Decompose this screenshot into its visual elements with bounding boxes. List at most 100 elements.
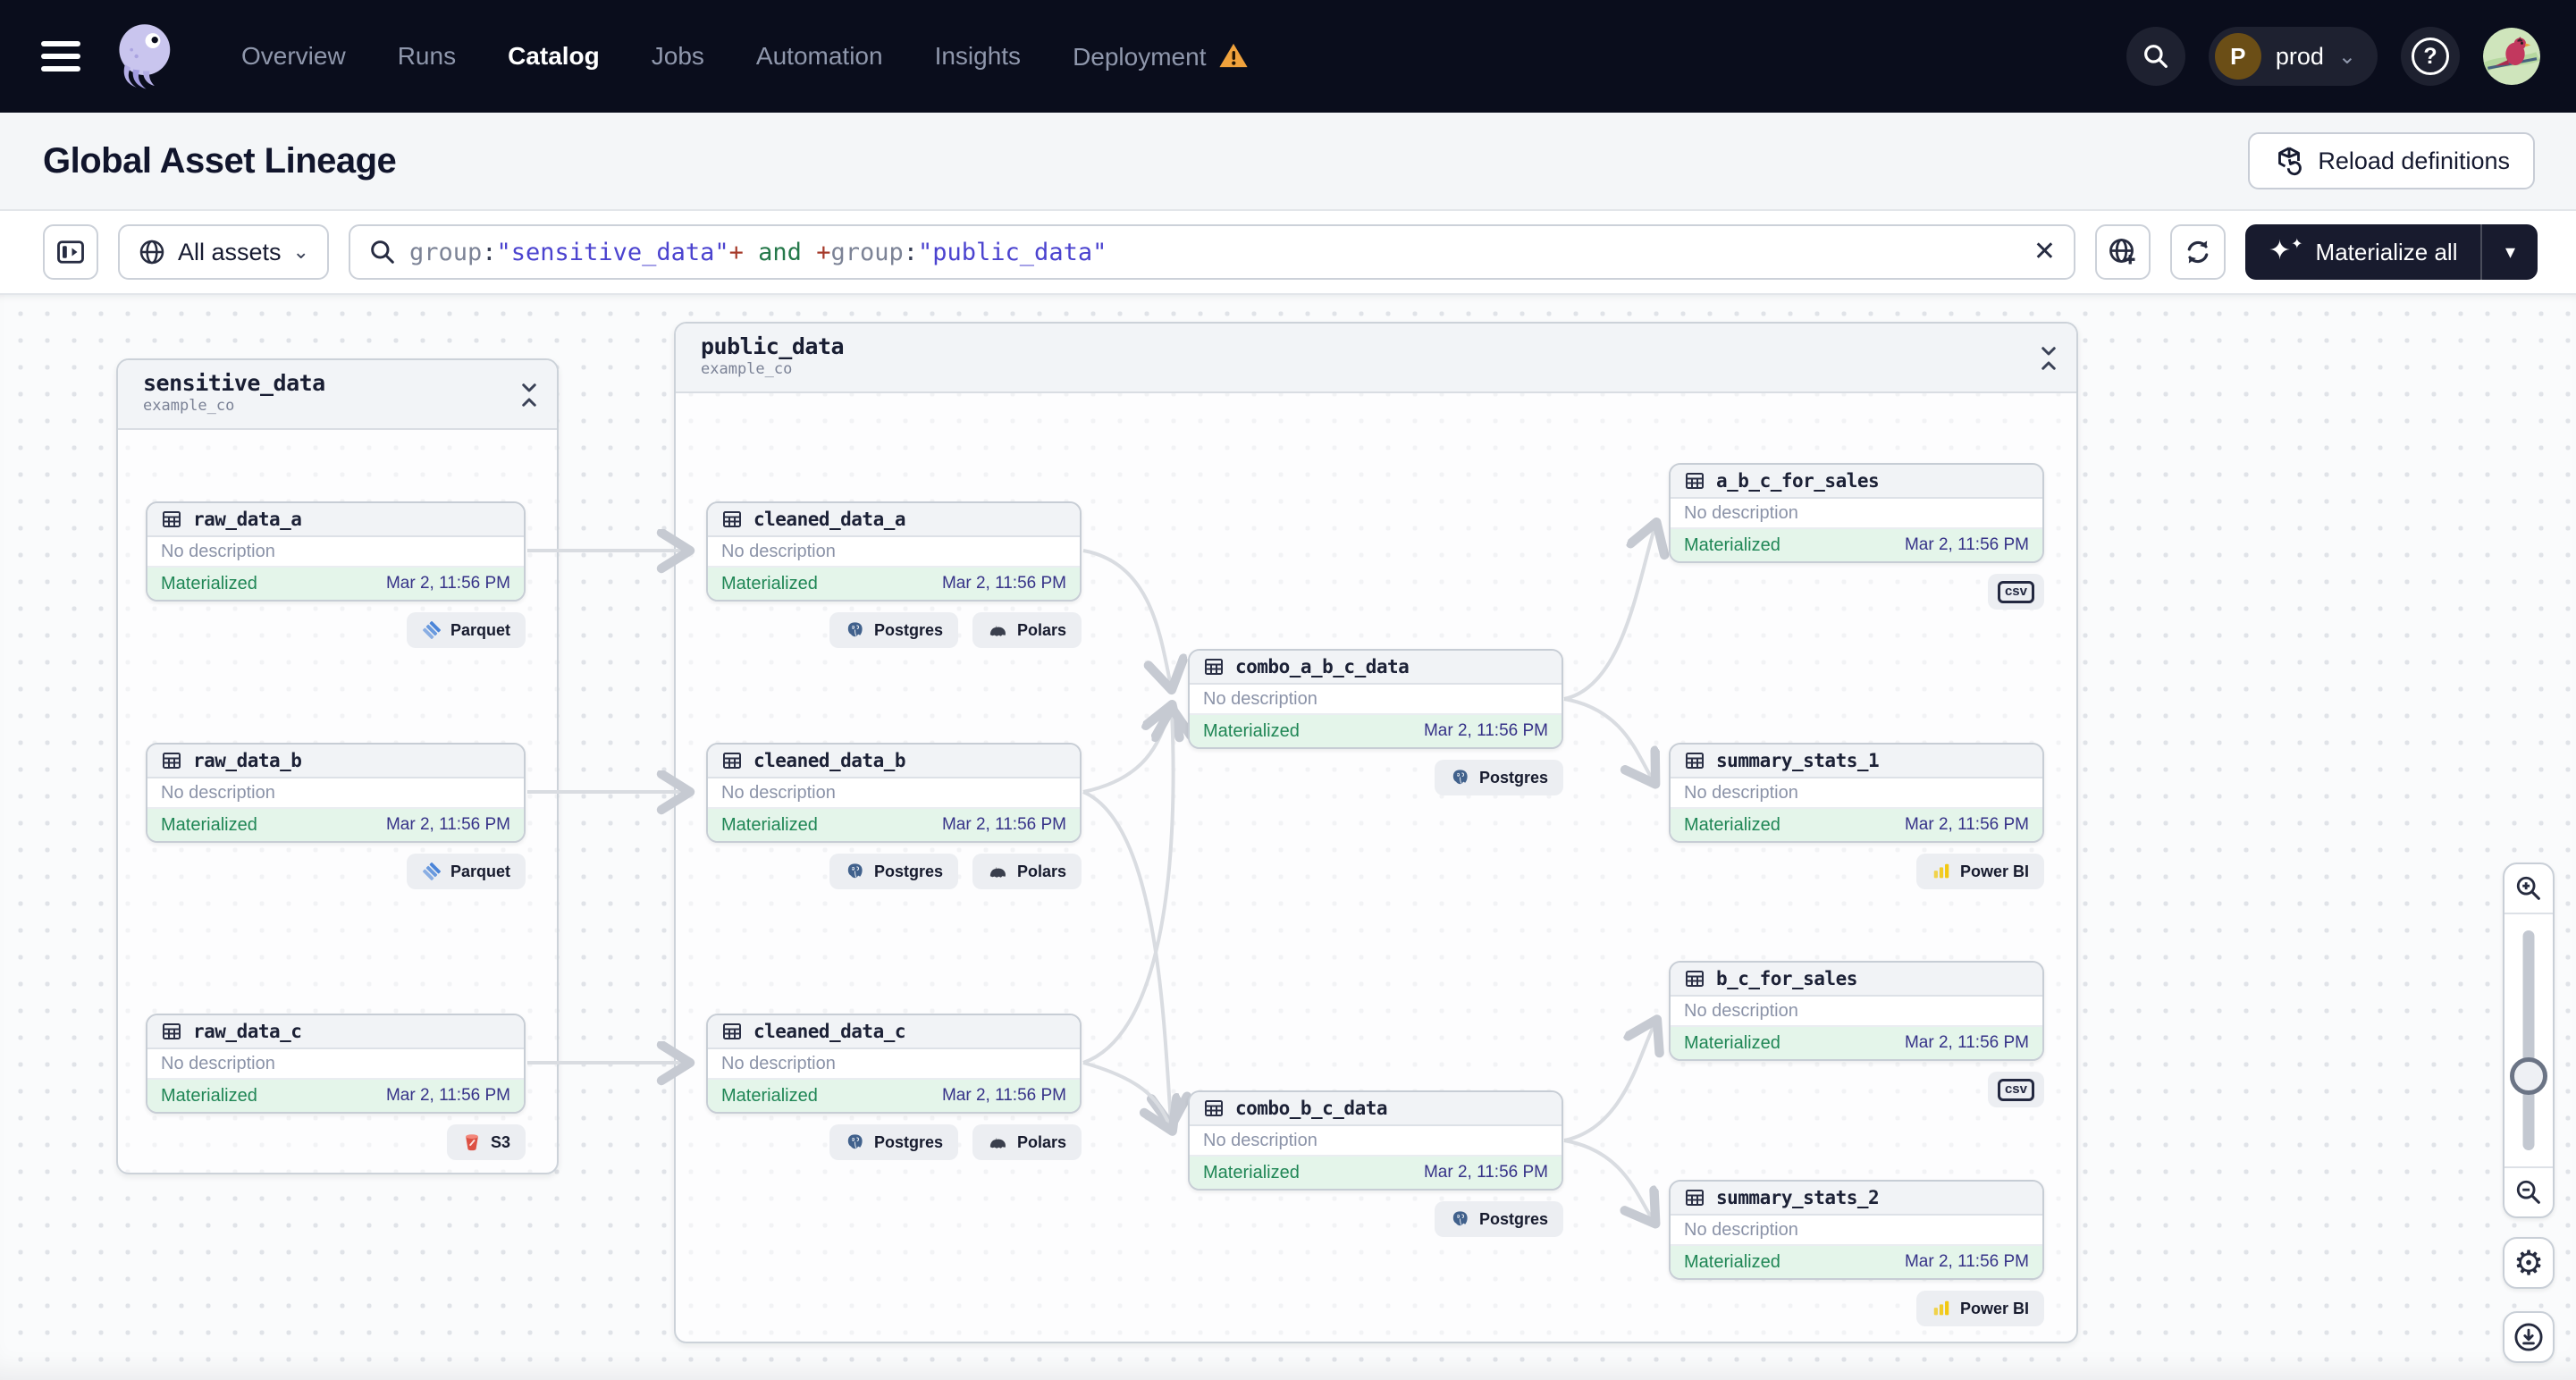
kind-badge-postgres[interactable]: Postgres — [829, 1124, 958, 1160]
badge-label: Postgres — [873, 862, 943, 880]
environment-label: prod — [2275, 42, 2324, 70]
help-button[interactable]: ? — [2401, 27, 2460, 86]
reload-definitions-button[interactable]: Reload definitions — [2248, 132, 2535, 189]
nav-item-jobs[interactable]: Jobs — [651, 42, 704, 70]
nav-item-runs[interactable]: Runs — [397, 42, 457, 70]
kind-badge-parquet[interactable]: Parquet — [406, 854, 526, 889]
asset-node-b-c-for-sales[interactable]: b_c_for_sales No description Materialize… — [1669, 961, 2044, 1061]
materialize-all-button[interactable]: ✦✦ Materialize all — [2245, 224, 2481, 280]
global-search-button[interactable] — [2126, 27, 2185, 86]
asset-badges: Parquet — [146, 854, 526, 889]
zoom-slider-track[interactable] — [2522, 930, 2535, 1150]
asset-description: No description — [708, 778, 1080, 809]
asset-description: No description — [147, 778, 524, 809]
asset-search-input[interactable]: group:"sensitive_data"+ and +group:"publ… — [348, 224, 2075, 280]
badge-label: Power BI — [1959, 862, 2029, 880]
materialization-timestamp: Mar 2, 11:56 PM — [941, 815, 1066, 834]
materialize-options-caret[interactable]: ▾ — [2504, 240, 2515, 263]
status-badge: Materialized — [1684, 814, 1780, 835]
kind-badge-s3[interactable]: S3 — [446, 1124, 526, 1160]
download-image-button[interactable] — [2503, 1311, 2555, 1363]
clear-search-icon[interactable]: ✕ — [2033, 237, 2056, 266]
asset-badges: Postgres Polars — [706, 612, 1082, 648]
zoom-out-button[interactable] — [2504, 1166, 2553, 1216]
asset-node-cleaned-data-c[interactable]: cleaned_data_c No description Materializ… — [706, 1014, 1082, 1114]
group-header-public-data[interactable]: public_data example_co — [676, 324, 2076, 393]
kind-badge-csv[interactable]: csv — [1987, 1072, 2044, 1107]
graph-settings-button[interactable]: ⚙ — [2503, 1237, 2555, 1289]
hamburger-menu-icon[interactable] — [41, 41, 80, 72]
asset-node-combo-b-c-data[interactable]: combo_b_c_data No description Materializ… — [1188, 1090, 1563, 1191]
kind-badge-postgres[interactable]: Postgres — [829, 612, 958, 648]
asset-node-cleaned-data-b[interactable]: cleaned_data_b No description Materializ… — [706, 743, 1082, 843]
kind-badge-parquet[interactable]: Parquet — [406, 612, 526, 648]
sparkle-icon: ✦✦ — [2268, 236, 2303, 265]
asset-badges: Postgres — [1188, 1201, 1563, 1237]
asset-scope-dropdown[interactable]: All assets ⌄ — [118, 224, 329, 280]
postgres-icon — [847, 1133, 863, 1149]
asset-node-summary-stats-1[interactable]: summary_stats_1 No description Materiali… — [1669, 743, 2044, 843]
asset-node-combo-a-b-c-data[interactable]: combo_a_b_c_data No description Material… — [1188, 649, 1563, 749]
badge-label: Power BI — [1959, 1299, 2029, 1317]
asset-node-summary-stats-2[interactable]: summary_stats_2 No description Materiali… — [1669, 1180, 2044, 1280]
environment-switcher[interactable]: P prod ⌄ — [2208, 27, 2378, 86]
table-icon — [723, 1023, 741, 1039]
search-query[interactable]: group:"sensitive_data"+ and +group:"publ… — [408, 238, 1107, 266]
materialize-all-label: Materialize all — [2315, 238, 2458, 265]
status-badge: Materialized — [1684, 534, 1780, 555]
kind-badge-polars[interactable]: Polars — [972, 854, 1082, 889]
table-icon — [1686, 1190, 1704, 1206]
asset-description: No description — [1190, 685, 1562, 715]
lineage-canvas[interactable]: sensitive_data example_co public_data ex… — [0, 295, 2576, 1380]
zoom-in-button[interactable] — [2504, 864, 2553, 914]
view-options-button[interactable] — [2094, 224, 2151, 280]
group-header-sensitive-data[interactable]: sensitive_data example_co — [118, 360, 557, 430]
materialization-timestamp: Mar 2, 11:56 PM — [385, 574, 510, 593]
materialization-timestamp: Mar 2, 11:56 PM — [1423, 721, 1548, 740]
asset-name: cleaned_data_a — [753, 509, 906, 530]
badge-label: Polars — [1016, 620, 1066, 639]
kind-badge-powerbi[interactable]: Power BI — [1915, 1291, 2044, 1326]
nav-item-catalog[interactable]: Catalog — [508, 42, 600, 70]
nav-item-insights[interactable]: Insights — [934, 42, 1022, 70]
asset-node-cleaned-data-a[interactable]: cleaned_data_a No description Materializ… — [706, 501, 1082, 602]
collapse-group-icon[interactable] — [518, 382, 541, 408]
kind-badge-postgres[interactable]: Postgres — [1434, 1201, 1563, 1237]
kind-badge-polars[interactable]: Polars — [972, 612, 1082, 648]
nav-item-deployment[interactable]: Deployment — [1073, 42, 1249, 72]
asset-node-a-b-c-for-sales[interactable]: a_b_c_for_sales No description Materiali… — [1669, 463, 2044, 563]
asset-name: summary_stats_2 — [1716, 1187, 1880, 1208]
asset-name: raw_data_a — [193, 509, 302, 530]
collapse-group-icon[interactable] — [2037, 345, 2060, 372]
kind-badge-postgres[interactable]: Postgres — [1434, 760, 1563, 795]
download-icon — [2514, 1323, 2543, 1351]
nav-item-automation[interactable]: Automation — [755, 42, 883, 70]
zoom-slider-handle[interactable] — [2510, 1057, 2547, 1095]
dagster-octopus-logo[interactable] — [104, 17, 182, 96]
user-avatar[interactable] — [2483, 28, 2540, 85]
kind-badge-polars[interactable]: Polars — [972, 1124, 1082, 1160]
kind-badge-postgres[interactable]: Postgres — [829, 854, 958, 889]
kind-badge-powerbi[interactable]: Power BI — [1915, 854, 2044, 889]
refresh-button[interactable] — [2169, 224, 2226, 280]
kind-badge-csv[interactable]: csv — [1987, 574, 2044, 610]
nav-item-overview[interactable]: Overview — [241, 42, 346, 70]
toggle-sidebar-button[interactable] — [43, 224, 98, 280]
zoom-slider[interactable] — [2504, 914, 2553, 1166]
